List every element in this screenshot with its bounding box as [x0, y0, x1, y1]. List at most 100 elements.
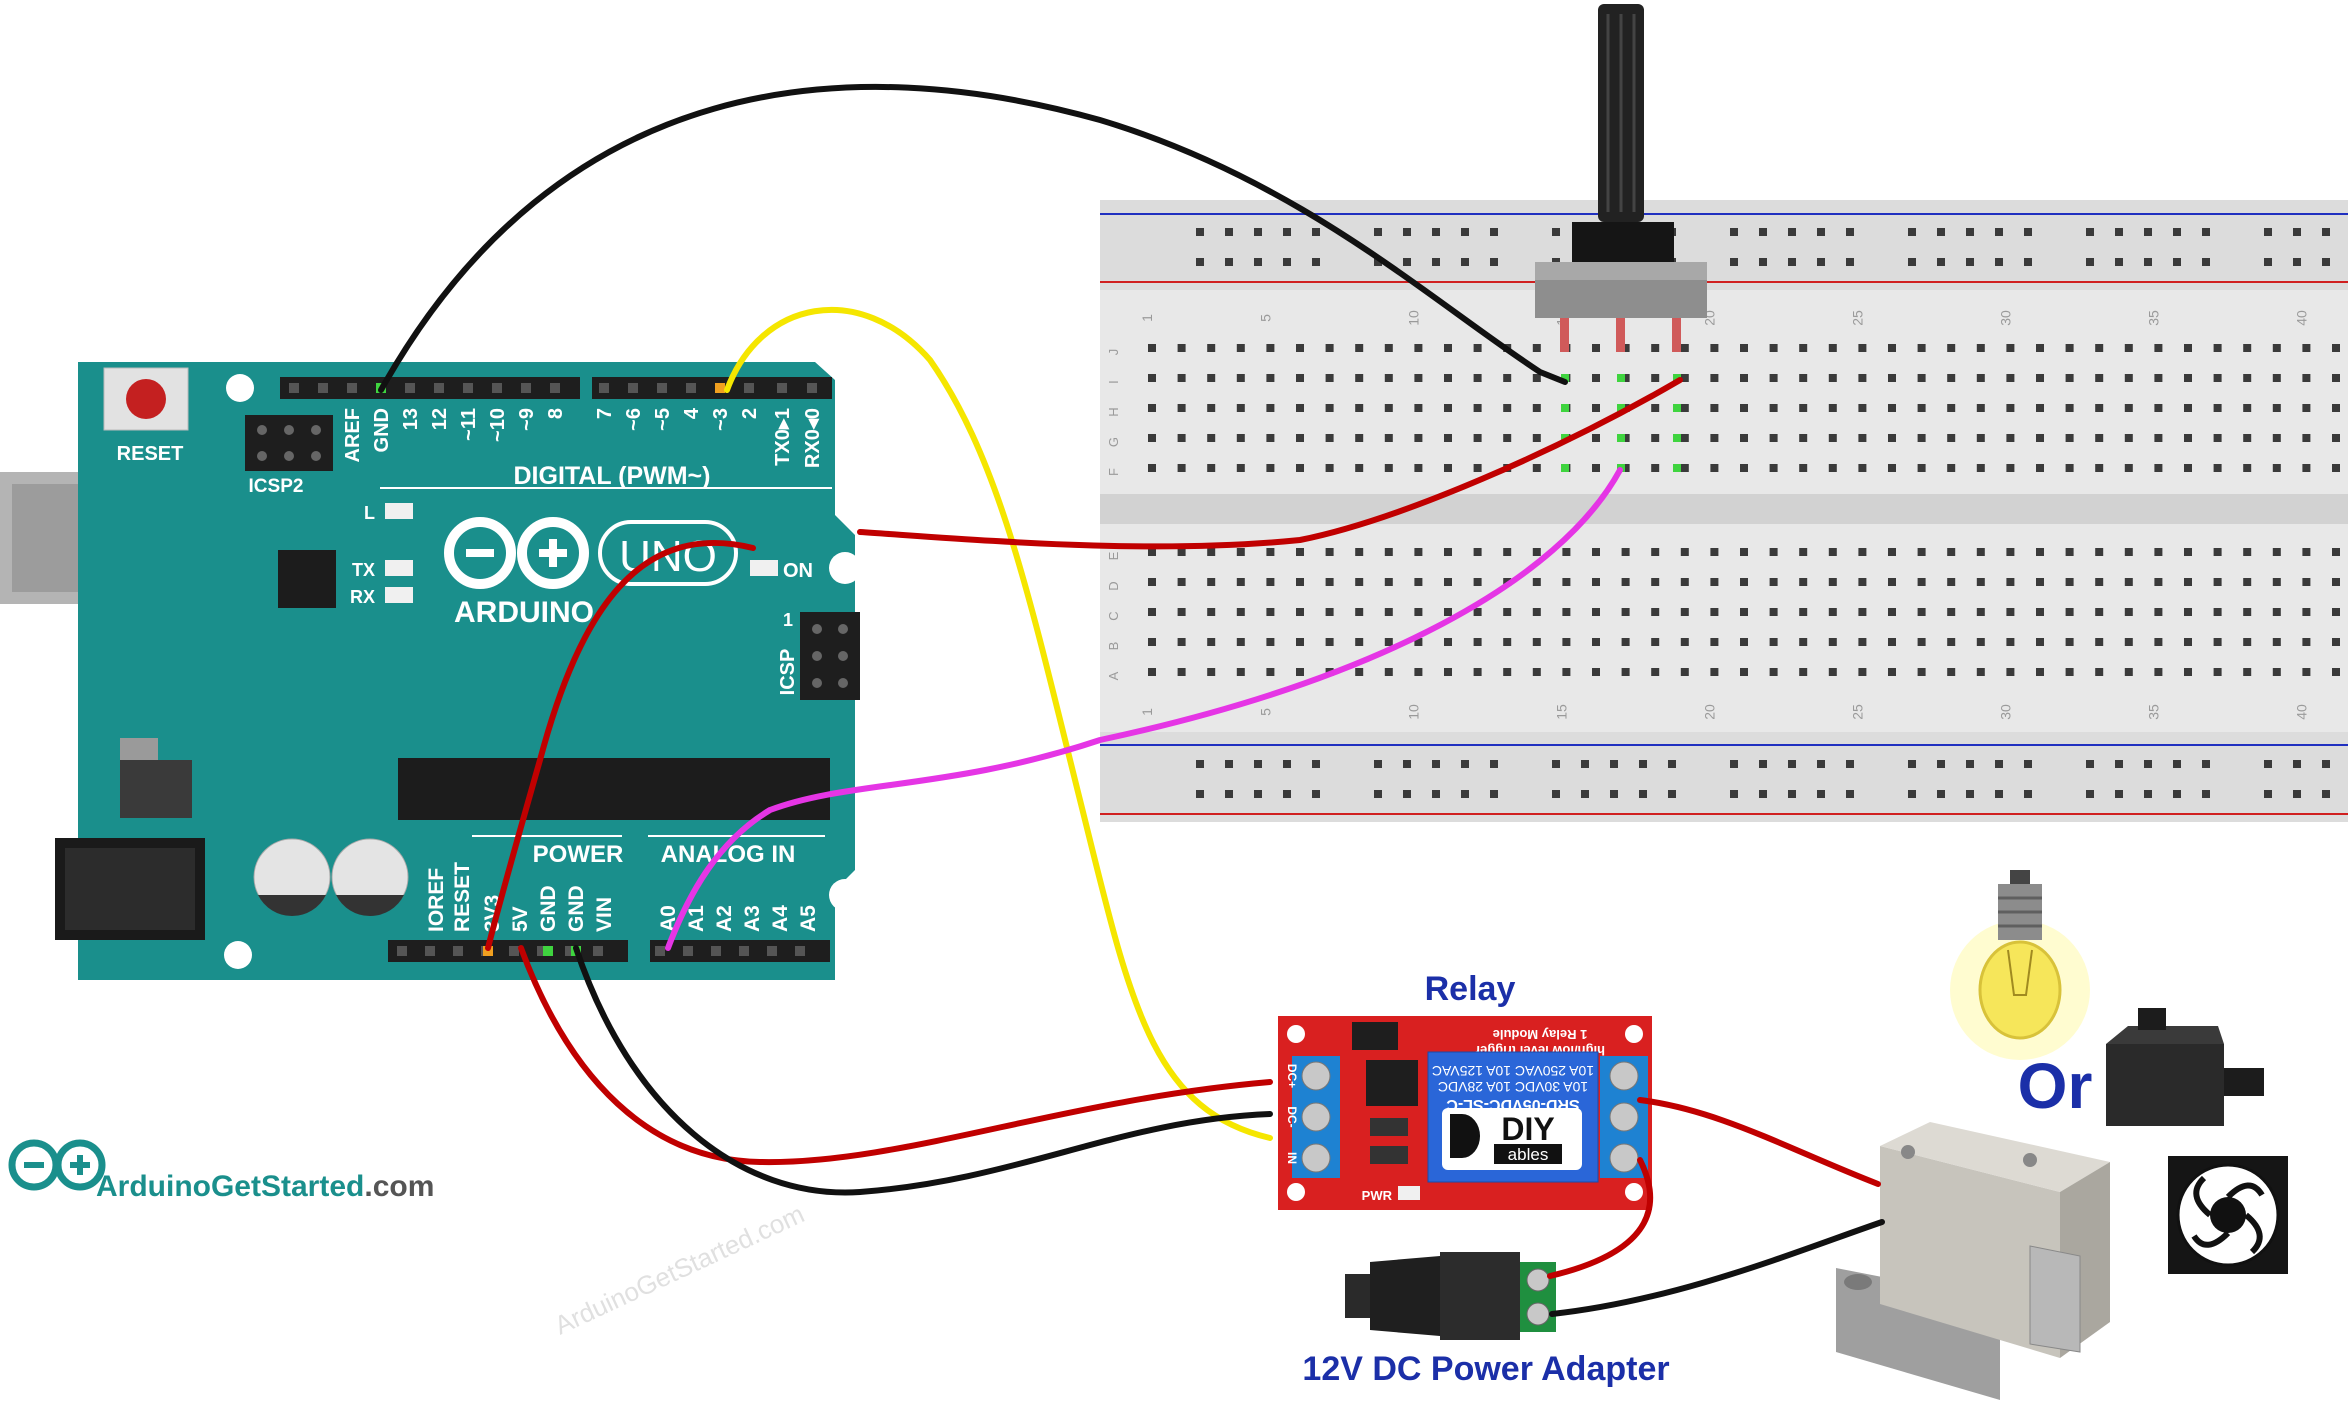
header-pin[interactable] — [686, 383, 696, 393]
rail-hole — [1846, 790, 1854, 798]
breadboard-hole — [2184, 464, 2192, 472]
breadboard-hole — [1148, 578, 1156, 586]
row-letter: C — [1106, 611, 1121, 620]
breadboard-hole — [1266, 404, 1275, 412]
header-pin[interactable] — [521, 383, 531, 393]
column-number: 40 — [2293, 704, 2309, 720]
breadboard-hole — [1473, 344, 1482, 352]
breadboard-hole — [1680, 434, 1689, 442]
breadboard-hole — [1917, 668, 1926, 676]
header-pin[interactable] — [347, 383, 357, 393]
uno-badge — [598, 520, 738, 586]
pump-body — [2106, 1044, 2224, 1126]
breadboard-hole — [1621, 434, 1630, 442]
header-pin[interactable] — [593, 946, 603, 956]
rail-hole — [2322, 760, 2330, 768]
header-pin[interactable] — [509, 946, 519, 956]
occupied-hole — [1561, 404, 1569, 412]
breadboard-hole — [1473, 548, 1482, 556]
solenoid-latch — [2029, 1245, 2081, 1353]
header-pin[interactable] — [537, 946, 547, 956]
rail-hole — [1312, 228, 1320, 236]
breadboard-hole — [1710, 608, 1719, 616]
breadboard-hole — [2184, 578, 2192, 586]
header-pin[interactable] — [739, 946, 749, 956]
header-pin[interactable] — [565, 946, 575, 956]
breadboard-hole — [1888, 668, 1896, 676]
breadboard-hole — [2272, 548, 2281, 556]
header-pin[interactable] — [655, 946, 665, 956]
header-pin[interactable] — [289, 383, 299, 393]
atmega-chip — [398, 758, 830, 820]
rail-hole — [2293, 760, 2301, 768]
breadboard-hole — [2184, 374, 2192, 382]
breadboard-hole — [1148, 608, 1156, 616]
breadboard-hole — [1207, 404, 1216, 412]
header-pin[interactable] — [777, 383, 787, 393]
breadboard-hole — [2272, 638, 2281, 646]
breadboard-hole — [1325, 464, 1334, 472]
header-pin[interactable] — [795, 946, 805, 956]
rail-hole — [1668, 790, 1676, 798]
breadboard-hole — [1444, 638, 1452, 646]
breadboard-hole — [1236, 638, 1245, 646]
relay-input-label: IN — [1285, 1152, 1299, 1164]
breadboard-hole — [1680, 578, 1689, 586]
breadboard-hole — [1236, 374, 1245, 382]
breadboard-hole — [1799, 638, 1808, 646]
d3-pin-active — [715, 383, 725, 393]
breadboard-hole — [1769, 434, 1778, 442]
breadboard-hole — [1740, 464, 1748, 472]
logo-text-part1: ArduinoGetStarted — [96, 1170, 364, 1203]
breadboard-hole — [2243, 464, 2252, 472]
breadboard-hole — [1414, 548, 1423, 556]
breadboard-hole — [2065, 344, 2074, 352]
header-pin[interactable] — [744, 383, 754, 393]
header-pin[interactable] — [425, 946, 435, 956]
header-pin[interactable] — [434, 383, 444, 393]
relay-output-label: NO — [1653, 1149, 1667, 1167]
trigger-jumper[interactable] — [1352, 1022, 1398, 1050]
rail-hole — [1374, 760, 1382, 768]
header-pin[interactable] — [492, 383, 502, 393]
header-pin[interactable] — [683, 946, 693, 956]
rail-hole — [1254, 258, 1262, 266]
header-pin[interactable] — [550, 383, 560, 393]
header-pin[interactable] — [628, 383, 638, 393]
row-letter: D — [1106, 581, 1121, 590]
header-pin[interactable] — [807, 383, 817, 393]
header-pin[interactable] — [453, 946, 463, 956]
breadboard-hole — [1532, 434, 1541, 442]
header-pin[interactable] — [318, 383, 328, 393]
arduinogetstarted-logo: ArduinoGetStarted.com — [8, 1139, 434, 1203]
header-pin[interactable] — [657, 383, 667, 393]
wire-black-gnd-to-pot — [378, 83, 1568, 393]
rail-hole — [1788, 790, 1796, 798]
header-pin[interactable] — [405, 383, 415, 393]
header-pin[interactable] — [711, 946, 721, 956]
rail-hole — [1817, 258, 1825, 266]
breadboard-hole — [2124, 434, 2133, 442]
breadboard-hole — [1148, 464, 1156, 472]
header-pin[interactable] — [767, 946, 777, 956]
row-letter: E — [1106, 551, 1121, 560]
header-pin[interactable] — [463, 383, 473, 393]
breadboard-hole — [2213, 434, 2222, 442]
breadboard-hole — [1858, 374, 1867, 382]
header-pin[interactable] — [599, 383, 609, 393]
center-channel — [1100, 494, 2348, 524]
on-led — [750, 560, 778, 576]
rail-hole — [2086, 760, 2094, 768]
breadboard-hole — [1828, 344, 1837, 352]
rail-hole — [2293, 258, 2301, 266]
breadboard-hole — [1384, 638, 1393, 646]
header-pin[interactable] — [397, 946, 407, 956]
potentiometer — [1535, 4, 1707, 352]
rail-hole — [1937, 228, 1945, 236]
breadboard-hole — [1414, 374, 1423, 382]
rail-hole — [2144, 760, 2152, 768]
breadboard-hole — [2243, 668, 2252, 676]
breadboard-hole — [1473, 404, 1482, 412]
